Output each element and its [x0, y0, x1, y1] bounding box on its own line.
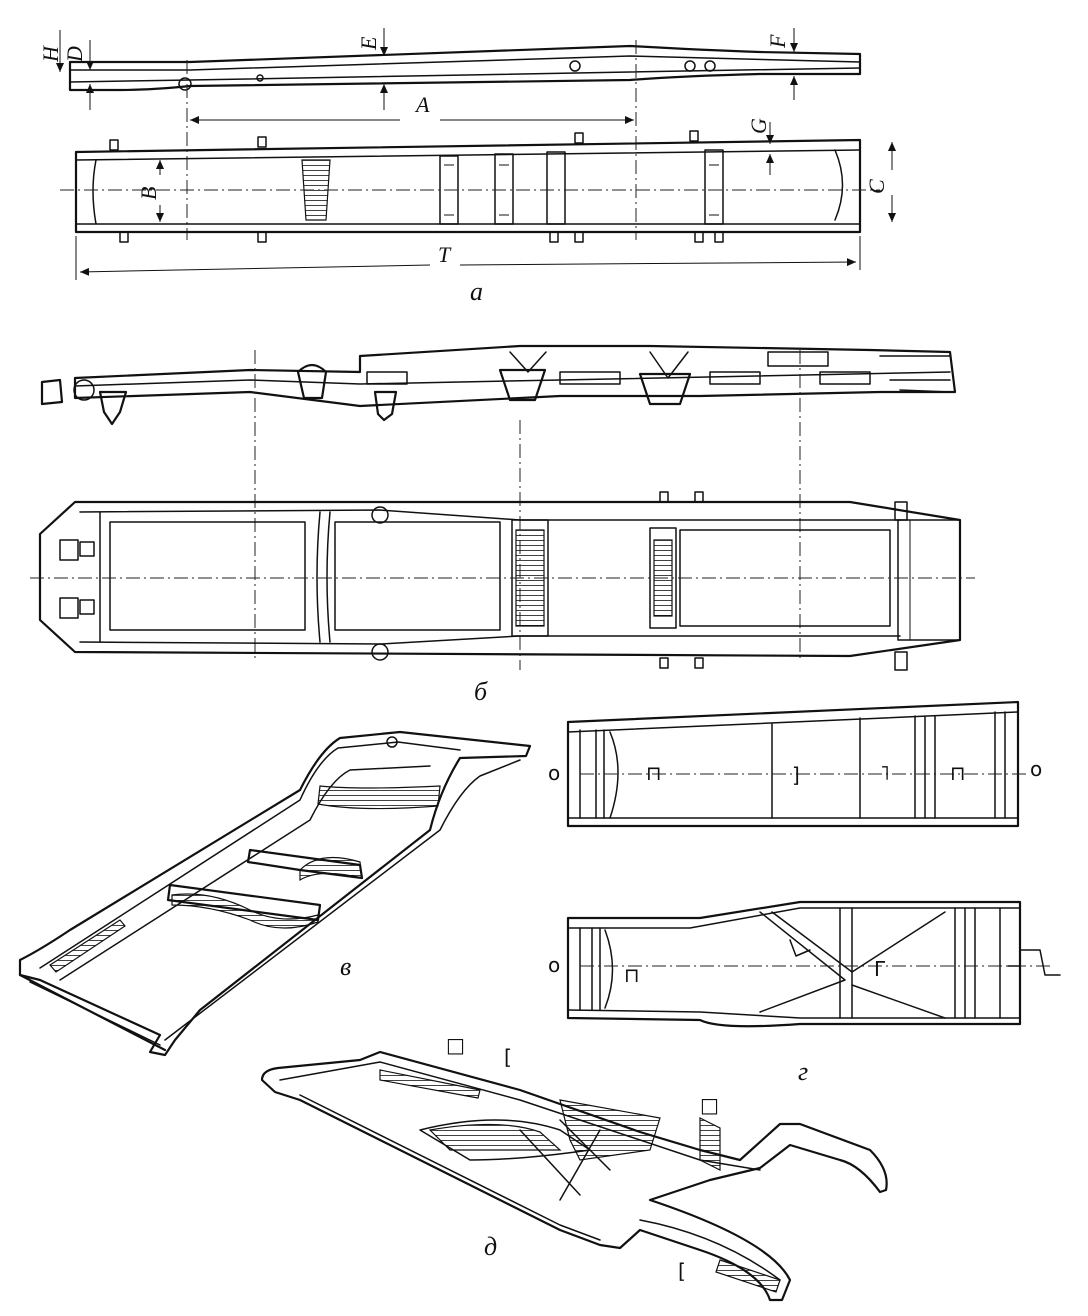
panel-b-side-view: [40, 344, 957, 670]
panel-d-x-frame: [260, 1050, 888, 1302]
section-channel-top: [: [504, 1045, 512, 1069]
caption-panel-b: б: [474, 677, 488, 706]
section-angle-profile-2: Γ: [874, 957, 886, 981]
dim-label-a: A: [414, 92, 430, 117]
dim-label-c: C: [864, 179, 889, 194]
section-bracket-profile: ]: [792, 763, 800, 787]
section-symbols: о о о ⊓ ] ˥ ⊓ ⊓ Γ □ □ [ [: [446, 757, 1042, 1283]
section-hat-profile-2: ⊓: [950, 761, 966, 785]
panel-a-plan-view: [60, 122, 896, 280]
section-box-left: □: [446, 1033, 465, 1057]
panel-captions: а б в г д: [340, 277, 808, 1261]
caption-panel-g: г: [798, 1057, 808, 1086]
dim-label-b: B: [136, 187, 161, 200]
dim-label-e: E: [356, 36, 381, 51]
dim-label-h: H: [38, 45, 63, 63]
section-box-right: □: [700, 1093, 719, 1117]
dim-label-d: D: [62, 46, 87, 63]
panel-g-frame-top: [566, 700, 1030, 828]
caption-panel-v: в: [340, 952, 351, 981]
caption-panel-d: д: [484, 1232, 497, 1261]
section-circle-bottom-left: о: [548, 953, 560, 977]
dim-label-f: F: [765, 34, 790, 49]
dim-label-t: T: [438, 242, 452, 267]
section-angle-profile: ˥: [880, 761, 890, 785]
section-circle-top-left: о: [548, 761, 560, 785]
section-angle-mark: [789, 939, 811, 957]
panel-b-plan-view: [30, 491, 975, 671]
section-circle-top-right: о: [1030, 757, 1042, 781]
panel-v-perspective-frame: [18, 730, 532, 1057]
dimension-labels: H D E F A G B C T: [38, 34, 889, 267]
panel-a-side-view: [56, 28, 862, 240]
section-hat-profile: ⊓: [646, 761, 662, 785]
dim-label-g: G: [746, 118, 771, 134]
panel-g-frame-bottom: [566, 900, 1050, 1028]
section-channel-bottom: [: [678, 1259, 686, 1283]
section-hat-profile-3: ⊓: [624, 963, 640, 987]
caption-panel-a: а: [470, 277, 483, 306]
section-zigzag-profile: [1007, 949, 1061, 976]
